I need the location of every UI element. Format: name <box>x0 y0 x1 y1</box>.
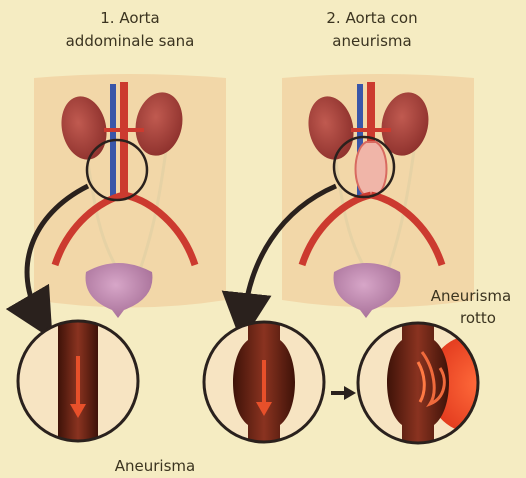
panel-1-title-line2: addominale sana <box>30 31 230 51</box>
rupture-label-line1: Aneurisma <box>416 286 526 306</box>
panel-1-torso <box>34 74 226 318</box>
panel-2-torso <box>282 74 474 318</box>
bottom-label: Aneurisma <box>90 456 220 476</box>
progression-arrow <box>331 386 356 400</box>
rupture-label-line2: rotto <box>430 308 526 328</box>
panel-1-title-line1: 1. Aorta <box>30 8 230 28</box>
closeup-ruptured-aneurysm <box>358 318 512 448</box>
bladder-2 <box>334 263 401 318</box>
closeup-aneurysm-vessel <box>204 318 324 448</box>
aneurysm-bulge <box>356 142 387 196</box>
bladder <box>86 263 153 318</box>
panel-2-title-line1: 2. Aorta con <box>272 8 472 28</box>
closeup-healthy-vessel <box>18 318 138 448</box>
panel-2-title-line2: aneurisma <box>272 31 472 51</box>
